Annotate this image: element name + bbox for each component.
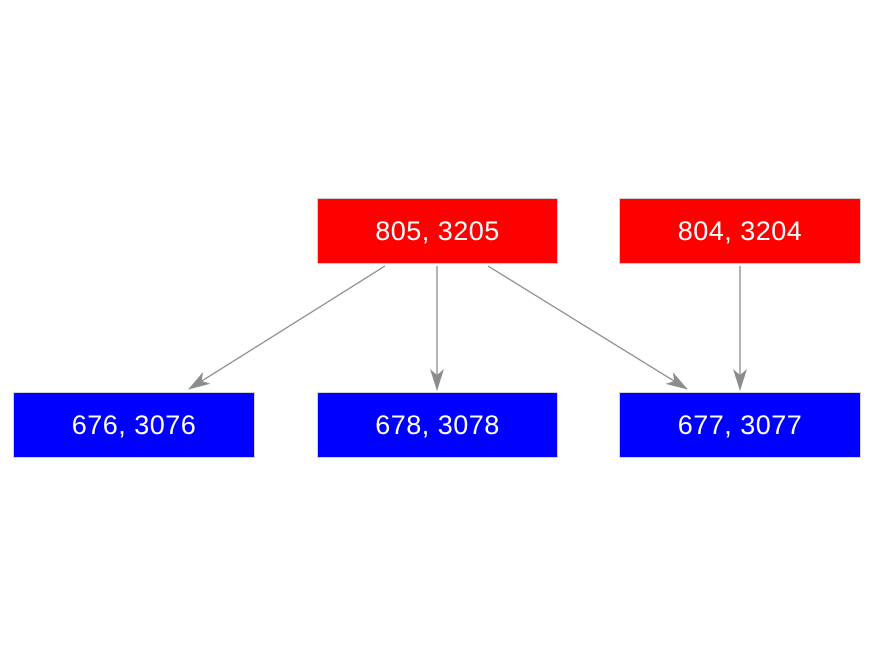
diagram-node-678-3078: 678, 3078 [317,392,558,458]
edge-805-3205-to-677-3077 [487,265,688,390]
diagram-node-805-3205: 805, 3205 [317,198,558,264]
node-label-804-3204: 804, 3204 [677,215,803,246]
node-label-676-3076: 676, 3076 [71,409,197,440]
node-label-805-3205: 805, 3205 [375,215,500,246]
diagram-node-804-3204: 804, 3204 [619,198,861,264]
diagram-node-677-3077: 677, 3077 [619,392,861,458]
diagram-node-676-3076: 676, 3076 [13,392,255,458]
node-label-677-3077: 677, 3077 [677,409,803,440]
node-label-678-3078: 678, 3078 [375,409,500,440]
edge-805-3205-to-676-3076 [188,265,386,390]
